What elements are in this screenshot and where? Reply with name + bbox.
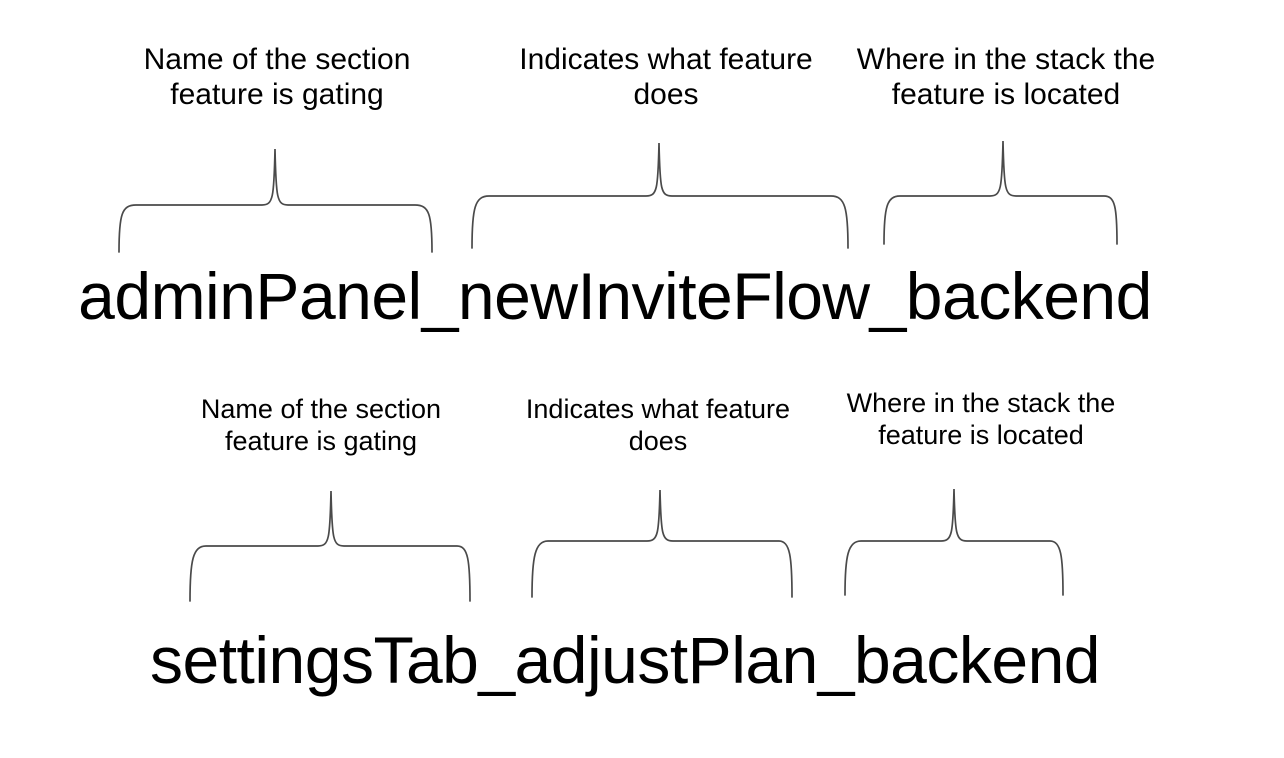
annotation-label-feature-action-1: Indicates what feature does: [519, 43, 813, 112]
brace-curly-top-row1-seg1: [118, 148, 433, 253]
annotation-label-feature-action-2: Indicates what feature does: [525, 394, 791, 456]
brace-curly-top-row2-seg1: [189, 490, 471, 602]
feature-flag-identifier-1: adminPanel_newInviteFlow_backend: [78, 259, 1152, 333]
annotation-label-stack-location-2: Where in the stack the feature is locate…: [846, 388, 1116, 450]
annotation-label-section-name-2: Name of the section feature is gating: [200, 394, 442, 456]
brace-curly-top-row1-seg3: [883, 140, 1118, 245]
brace-curly-top-row2-seg2: [531, 489, 793, 598]
brace-curly-top-row2-seg3: [844, 488, 1064, 596]
feature-flag-identifier-2: settingsTab_adjustPlan_backend: [149, 623, 1101, 697]
annotation-label-section-name-1: Name of the section feature is gating: [143, 43, 411, 112]
brace-curly-top-row1-seg2: [471, 142, 849, 249]
annotation-label-stack-location-1: Where in the stack the feature is locate…: [856, 43, 1156, 112]
